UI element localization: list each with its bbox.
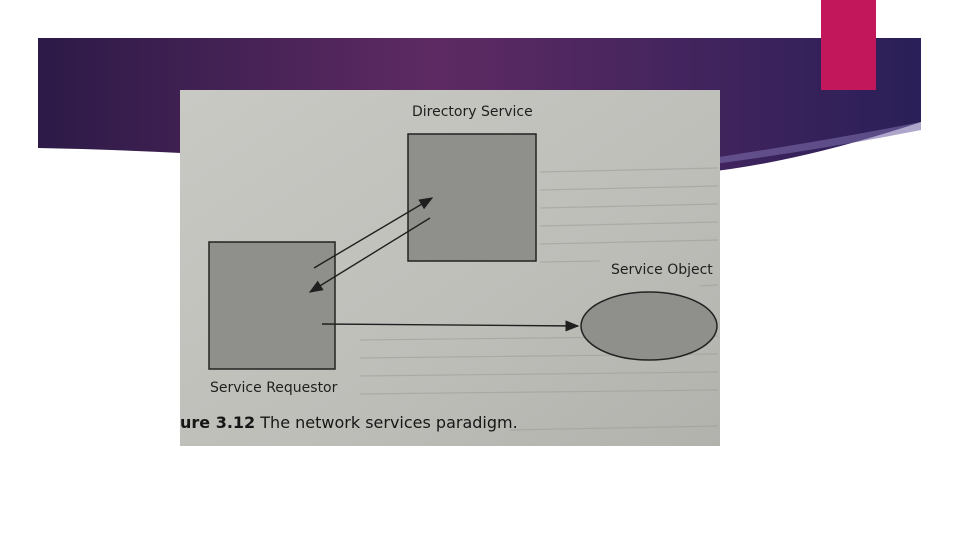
figure-caption-text: The network services paradigm. (260, 413, 518, 432)
directory-service-label: Directory Service (412, 104, 533, 120)
arrow-requestor-to-directory (313, 197, 434, 269)
arrow-requestor-to-object (321, 320, 580, 332)
accent-tab (821, 0, 876, 90)
figure-photo: Directory Service Service Object Service… (180, 90, 720, 446)
banner-highlight (700, 122, 921, 166)
network-services-diagram (180, 90, 720, 446)
figure-caption: ure 3.12 The network services paradigm. (180, 413, 518, 432)
service-requestor-box (208, 241, 336, 370)
arrow-directory-to-requestor (308, 217, 431, 293)
service-object-ellipse (580, 291, 718, 361)
service-object-label: Service Object (611, 262, 713, 278)
directory-service-box (407, 133, 537, 262)
figure-number: ure 3.12 (180, 413, 256, 432)
service-requestor-label: Service Requestor (210, 380, 338, 396)
